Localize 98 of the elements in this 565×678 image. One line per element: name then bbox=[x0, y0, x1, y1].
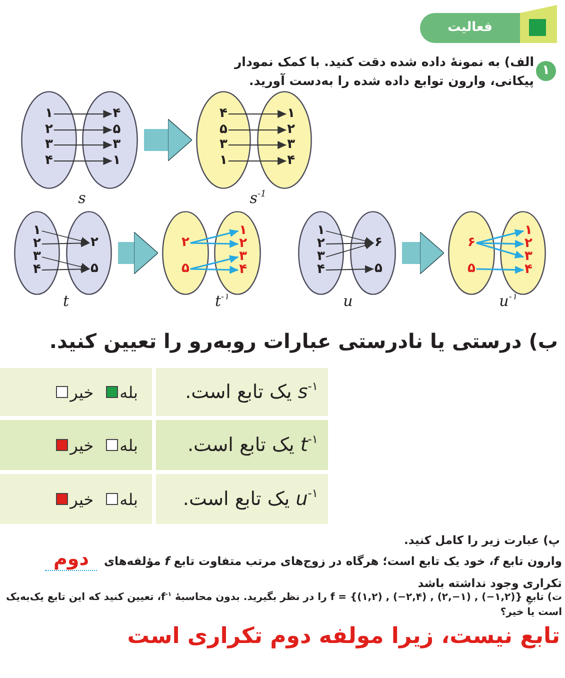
arrow bbox=[228, 157, 287, 165]
set-element: ۱ bbox=[238, 224, 248, 238]
arrow bbox=[53, 157, 112, 165]
function-name: s$^{-1}$ bbox=[248, 189, 268, 207]
section-header: فعالیت bbox=[420, 13, 520, 43]
option-label: بله bbox=[120, 490, 138, 508]
set-ellipse bbox=[66, 211, 112, 295]
function-name: t bbox=[62, 292, 70, 310]
answer-text: تابع نیست، زیرا مولفه دوم تکراری است bbox=[126, 624, 560, 649]
set-element: ۲ bbox=[44, 123, 54, 137]
set-element: ۴ bbox=[32, 263, 42, 277]
set-element: ۵ bbox=[180, 262, 190, 276]
set-element: ۳ bbox=[286, 138, 296, 152]
function-name: u bbox=[342, 292, 354, 310]
instruction-text: الف) به نمونهٔ داده شده دقت کنید. با کمک نمودار پیکانی، وارون توابع داده شده را به‌دست آورید. bbox=[233, 53, 534, 90]
set-element: ۵ bbox=[466, 262, 476, 276]
set-element: ۴ bbox=[44, 154, 54, 168]
set-element: ۴ bbox=[524, 263, 534, 277]
set-element: ۲ bbox=[90, 236, 100, 250]
arrow bbox=[476, 229, 524, 244]
set-ellipse bbox=[162, 211, 209, 295]
arrow bbox=[53, 141, 112, 149]
set-ellipse bbox=[350, 211, 396, 295]
arrow bbox=[228, 126, 287, 134]
set-element: ۱ bbox=[44, 107, 54, 121]
set-element: ۱ bbox=[112, 154, 122, 168]
option-label: بله bbox=[120, 436, 138, 454]
arrow bbox=[190, 255, 239, 270]
set-element: ۳ bbox=[238, 250, 248, 264]
arrow bbox=[41, 265, 90, 274]
set-element: ۶ bbox=[466, 236, 476, 250]
set-element: ۴ bbox=[112, 107, 122, 121]
arrow bbox=[41, 230, 90, 245]
arrow bbox=[228, 141, 287, 149]
arrow bbox=[53, 110, 112, 118]
set-element: ۵ bbox=[374, 262, 384, 276]
set-ellipse bbox=[448, 211, 495, 295]
set-element: ۲ bbox=[32, 237, 42, 251]
arrow bbox=[41, 256, 90, 271]
set-element: ۵ bbox=[90, 262, 100, 276]
set-ellipse bbox=[298, 211, 344, 295]
arrow bbox=[53, 126, 112, 134]
arrow bbox=[41, 239, 90, 248]
block-arrow bbox=[118, 232, 158, 274]
question-text: ت) تابعِ {(۱,۲−) , (۱−,۲) , (۲,۴−) , (۱,۲)} = f را در نظر بگیرید. بدون محاسبهٔ f$^{-۱}$، تعیین کنید که این تابع یک‌به‌یک است یا خیر؟ bbox=[5, 590, 562, 620]
function-name: s bbox=[77, 189, 87, 207]
option-label: خیر bbox=[70, 490, 94, 508]
set-ellipse bbox=[196, 91, 251, 189]
set-element: ۳ bbox=[44, 138, 54, 152]
question-heading: ب) درستی یا نادرستی عبارات روبه‌رو را تعیین کنید. bbox=[48, 329, 558, 353]
set-ellipse bbox=[214, 211, 261, 295]
option-label: خیر bbox=[70, 382, 94, 402]
arrow bbox=[190, 229, 239, 244]
block-arrow bbox=[144, 118, 192, 162]
set-ellipse bbox=[82, 91, 138, 189]
set-element: ۴ bbox=[218, 107, 228, 121]
set-element: ۲ bbox=[286, 123, 296, 137]
instruction-text: پ) عبارت زیر را کامل کنید. bbox=[402, 533, 560, 547]
set-element: ۲ bbox=[316, 237, 326, 251]
set-element: ۵ bbox=[112, 123, 122, 137]
set-element: ۲ bbox=[180, 236, 190, 250]
arrow bbox=[190, 266, 239, 274]
arrow bbox=[326, 242, 374, 258]
set-element: ۵ bbox=[218, 123, 228, 137]
set-element: ۱ bbox=[316, 224, 326, 238]
set-element: ۱ bbox=[32, 224, 42, 238]
arrow bbox=[228, 110, 287, 118]
block-arrow bbox=[402, 232, 444, 274]
set-element: ۳ bbox=[316, 250, 326, 264]
set-element: ۳ bbox=[524, 250, 534, 264]
arrow bbox=[190, 240, 239, 248]
set-element: ۱ bbox=[524, 224, 534, 238]
set-element: ۳ bbox=[32, 250, 42, 264]
arrow bbox=[476, 242, 524, 258]
set-element: ۱ bbox=[286, 107, 296, 121]
arrow bbox=[326, 239, 374, 248]
set-ellipse bbox=[500, 211, 546, 295]
arrow bbox=[476, 266, 524, 274]
set-element: ۴ bbox=[286, 154, 296, 168]
option-label: خیر bbox=[70, 436, 94, 454]
set-element: ۳ bbox=[112, 138, 122, 152]
arrow bbox=[326, 265, 374, 274]
step-number-circle: ۱ bbox=[536, 61, 556, 81]
set-ellipse bbox=[14, 211, 60, 295]
answer-text: دوم bbox=[45, 548, 97, 571]
sentence-text: تکراری وجود نداشته باشد bbox=[418, 576, 562, 590]
set-element: ۳ bbox=[218, 138, 228, 152]
set-element: ۶ bbox=[374, 236, 384, 250]
option-label: بله bbox=[120, 382, 138, 402]
set-element: ۴ bbox=[238, 263, 248, 277]
set-ellipse bbox=[21, 91, 77, 189]
arrow bbox=[326, 230, 374, 245]
set-element: ۱ bbox=[218, 154, 228, 168]
set-element: ۲ bbox=[524, 237, 534, 251]
set-element: ۲ bbox=[238, 237, 248, 251]
set-ellipse bbox=[257, 91, 312, 189]
set-element: ۴ bbox=[316, 263, 326, 277]
arrow bbox=[476, 240, 524, 248]
